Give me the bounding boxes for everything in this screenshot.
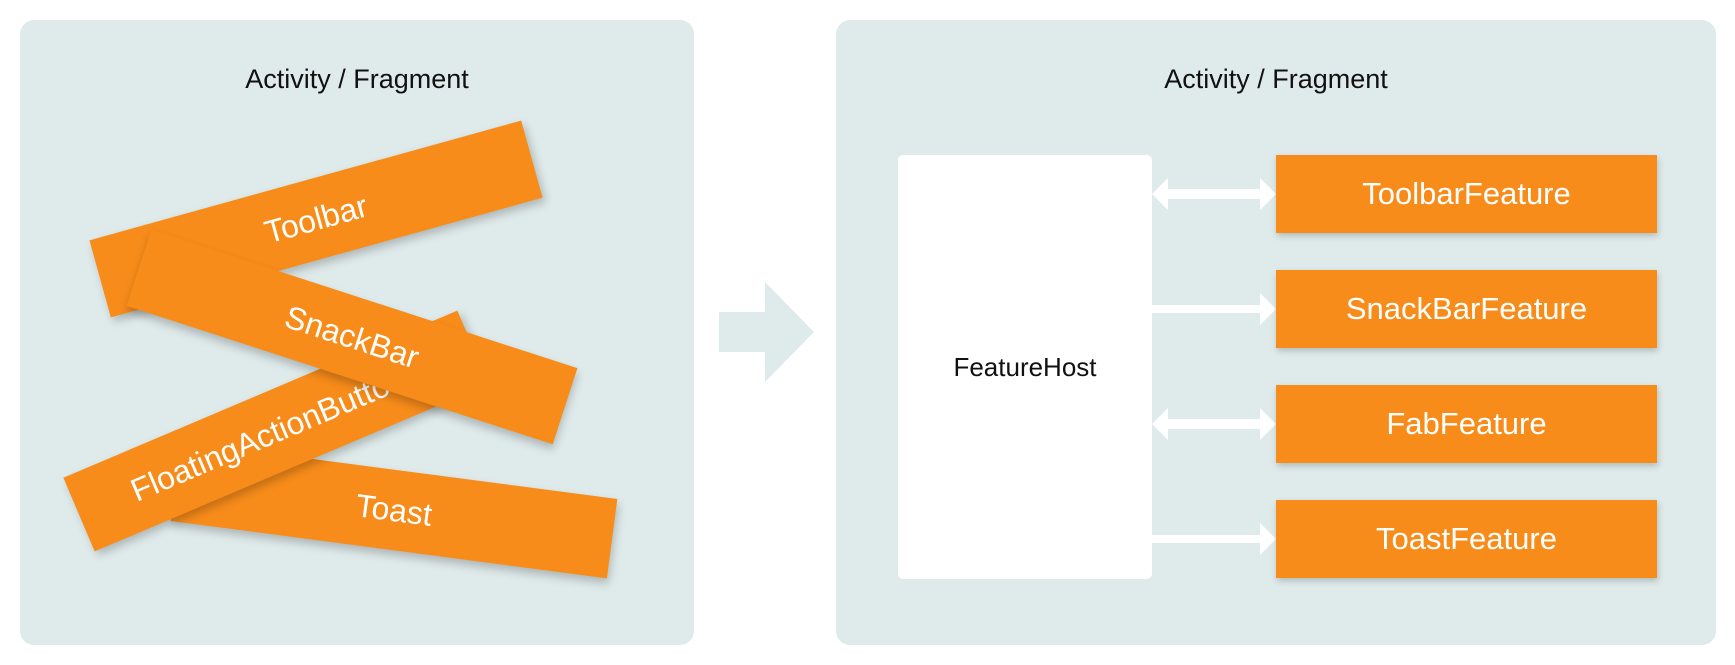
double-arrow-icon bbox=[1152, 408, 1276, 440]
toast-feature-label: ToastFeature bbox=[1376, 521, 1557, 556]
feature-host-label: FeatureHost bbox=[953, 351, 1097, 382]
after-panel-title: Activity / Fragment bbox=[1164, 64, 1388, 94]
before-panel-title: Activity / Fragment bbox=[245, 64, 469, 94]
snackbar-feature: SnackBarFeature bbox=[1276, 270, 1657, 348]
toast-feature: ToastFeature bbox=[1276, 500, 1657, 578]
toast-label: Toast bbox=[353, 486, 435, 533]
snackbar-feature-label: SnackBarFeature bbox=[1345, 291, 1588, 326]
feature-host: FeatureHost bbox=[898, 155, 1152, 579]
arrow-right-icon bbox=[719, 282, 814, 382]
toolbar-feature: ToolbarFeature bbox=[1276, 155, 1657, 233]
fab-feature: FabFeature bbox=[1276, 385, 1657, 463]
double-arrow-icon bbox=[1152, 178, 1276, 210]
arrow-right-icon bbox=[1152, 293, 1276, 325]
arrow-right-icon bbox=[1152, 523, 1276, 555]
toolbar-label: Toolbar bbox=[260, 187, 372, 250]
toolbar-feature-label: ToolbarFeature bbox=[1362, 176, 1571, 211]
fab-feature-label: FabFeature bbox=[1386, 406, 1547, 441]
